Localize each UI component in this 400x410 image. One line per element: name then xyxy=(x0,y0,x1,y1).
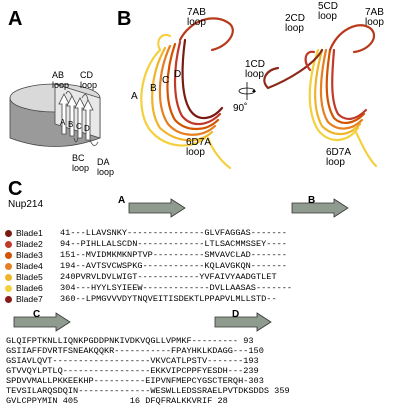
bc-loop-label: BC loop xyxy=(72,153,90,173)
strand-d-arrow-label: D xyxy=(232,309,240,320)
blade7-name: Blade7 xyxy=(16,294,43,304)
blade2-name: Blade2 xyxy=(16,239,43,249)
ribbon-strand-d-label: D xyxy=(174,69,182,80)
blade6-sequence: 304---HYYLSYIEEW-------------DVLLAASAS--… xyxy=(60,283,293,293)
blade1-sequence: 41---LLAVSNKY---------------GLVFAGGAS---… xyxy=(60,228,287,238)
strand-c-arrow-label: C xyxy=(33,309,41,320)
blade4-dot xyxy=(5,263,12,270)
strand-a-arrow-label: A xyxy=(118,195,126,206)
ribbon-strand-b-label: B xyxy=(150,83,157,94)
right-7ab-loop-label: 7AB loop xyxy=(365,7,384,28)
strand-arrow-a xyxy=(128,198,186,218)
blade6-dot xyxy=(5,285,12,292)
blade1-name: Blade1 xyxy=(16,228,43,238)
lower-row-7: GVLCPPYMIN 405 16 DFQFRALKKVRIF 28 xyxy=(6,396,228,406)
left-7ab-loop-label: 7AB loop xyxy=(187,7,206,28)
blade1-dot xyxy=(5,230,12,237)
blade2-dot xyxy=(5,241,12,248)
strand-b-label: B xyxy=(68,120,74,129)
ribbon-strand-c-label: C xyxy=(162,75,170,86)
ribbon-structure-right xyxy=(263,24,378,168)
strand-arrow-c xyxy=(13,312,71,332)
protein-name: Nup214 xyxy=(8,199,44,210)
blade5-dot xyxy=(5,274,12,281)
blade7-dot xyxy=(5,296,12,303)
cd-loop-label: CD loop xyxy=(80,70,98,90)
panel-letter-c: C xyxy=(8,178,23,200)
ribbon-structure-left xyxy=(140,17,234,170)
blade4-sequence: 194--AVTSVCWSPKG------------KQLAVGKQN---… xyxy=(60,261,287,271)
da-loop-label: DA loop xyxy=(97,157,115,177)
lower-row-2: GSIIAFFDVRTFSNEAKQQKR-----------FPAYHKLK… xyxy=(6,346,264,356)
strand-arrow-d xyxy=(214,312,272,332)
blade6-name: Blade6 xyxy=(16,283,43,293)
right-2cd-loop-label: 2CD loop xyxy=(285,13,306,34)
ab-loop-label: AB loop xyxy=(52,70,70,90)
rotation-label: 90˚ xyxy=(233,103,248,114)
panel-letter-b: B xyxy=(117,8,132,30)
lower-row-6: TEVSILARQSDQIN--------------WESWLLEDSSRA… xyxy=(6,386,290,396)
strand-d-label: D xyxy=(84,124,90,133)
blade2-sequence: 94--PIHLLALSCDN-------------LTLSACMMSSEY… xyxy=(60,239,287,249)
blade-cartoon-diagram xyxy=(9,83,101,147)
blade3-dot xyxy=(5,252,12,259)
lower-row-5: SPDVVMALLPKKEEKHP----------EIPVNFMEPCYGS… xyxy=(6,376,264,386)
strand-c-label: C xyxy=(76,122,82,131)
blade5-name: Blade5 xyxy=(16,272,43,282)
ribbon-strand-a-label: A xyxy=(131,91,138,102)
right-6d7a-loop-label: 6D7A loop xyxy=(326,147,352,168)
panel-letter-a: A xyxy=(8,8,23,30)
blade3-sequence: 151--MVIDMKMKNPTVP----------SMVAVCLAD---… xyxy=(60,250,287,260)
strand-a-label: A xyxy=(60,118,66,127)
lower-row-4: GTVVQYLPTLQ-----------------EKKVIPCPPFYE… xyxy=(6,366,259,376)
blade7-sequence: 360--LPMGVVVDYTNQVEITISDEKTLPPAPVLMLLSTD… xyxy=(60,294,277,304)
strand-b-arrow-label: B xyxy=(308,195,316,206)
lower-row-1: GLQIFPTKNLLIQNKPGDDPNKIVDKVQGLLVPMKF----… xyxy=(6,336,254,346)
strand-arrow-b xyxy=(291,198,349,218)
rotation-arrow-icon xyxy=(238,82,256,100)
blade5-sequence: 240PVRVLDVLWIGT------------YVFAIVYAADGTL… xyxy=(60,272,277,282)
blade3-name: Blade3 xyxy=(16,250,43,260)
right-1cd-loop-label: 1CD loop xyxy=(245,59,266,80)
left-6d7a-loop-label: 6D7A loop xyxy=(186,137,212,158)
lower-row-3: GSIAVLQVT-------------------VKVCATLPSTV-… xyxy=(6,356,259,366)
right-5cd-loop-label: 5CD loop xyxy=(318,1,339,22)
blade4-name: Blade4 xyxy=(16,261,43,271)
